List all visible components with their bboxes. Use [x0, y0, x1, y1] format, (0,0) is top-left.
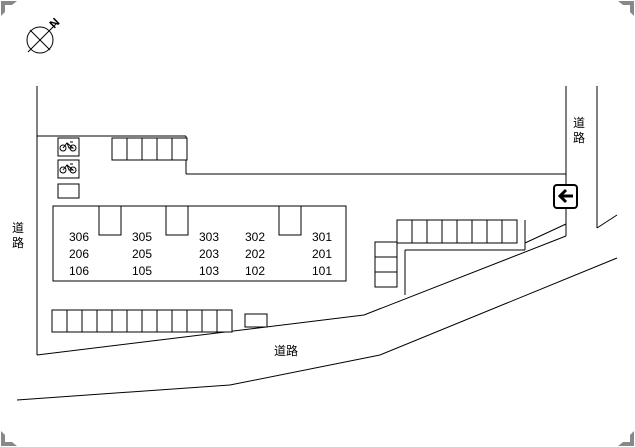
unit-205: 205 — [132, 247, 152, 261]
unit-103: 103 — [199, 264, 219, 278]
storage-box — [244, 313, 268, 328]
unit-206: 206 — [69, 247, 89, 261]
bicycle-icon — [59, 141, 77, 152]
north-compass-icon: N — [26, 15, 63, 54]
unit-301: 301 — [312, 230, 332, 244]
unit-105: 105 — [132, 264, 152, 278]
unit-306: 306 — [69, 230, 89, 244]
unit-305: 305 — [132, 230, 152, 244]
building-recess — [98, 205, 122, 236]
building-recess — [165, 205, 189, 236]
parking-spaces-right — [374, 219, 567, 295]
bicycle-icon — [59, 163, 77, 174]
storage-box — [57, 183, 80, 199]
road-label-right-2: 路 — [573, 130, 585, 145]
unit-101: 101 — [312, 264, 332, 278]
unit-202: 202 — [245, 247, 265, 261]
parking-spaces-bottom — [51, 309, 268, 333]
unit-102: 102 — [245, 264, 265, 278]
unit-106: 106 — [69, 264, 89, 278]
parking-spaces-top — [111, 137, 188, 161]
bicycle-parking — [57, 137, 80, 199]
road-label-left-2: 路 — [12, 235, 24, 250]
road-label-bottom: 道路 — [274, 343, 298, 358]
left-arrow-icon — [553, 184, 578, 209]
road-label-left-1: 道 — [12, 221, 24, 235]
building-recess — [278, 205, 302, 236]
unit-203: 203 — [199, 247, 219, 261]
north-letter: N — [47, 15, 63, 31]
unit-303: 303 — [199, 230, 219, 244]
property-boundary — [16, 86, 618, 401]
unit-201: 201 — [312, 247, 332, 261]
unit-302: 302 — [245, 230, 265, 244]
building: 306 305 303 302 301 206 205 203 202 201 … — [52, 205, 347, 282]
road-label-right-1: 道 — [573, 116, 585, 130]
